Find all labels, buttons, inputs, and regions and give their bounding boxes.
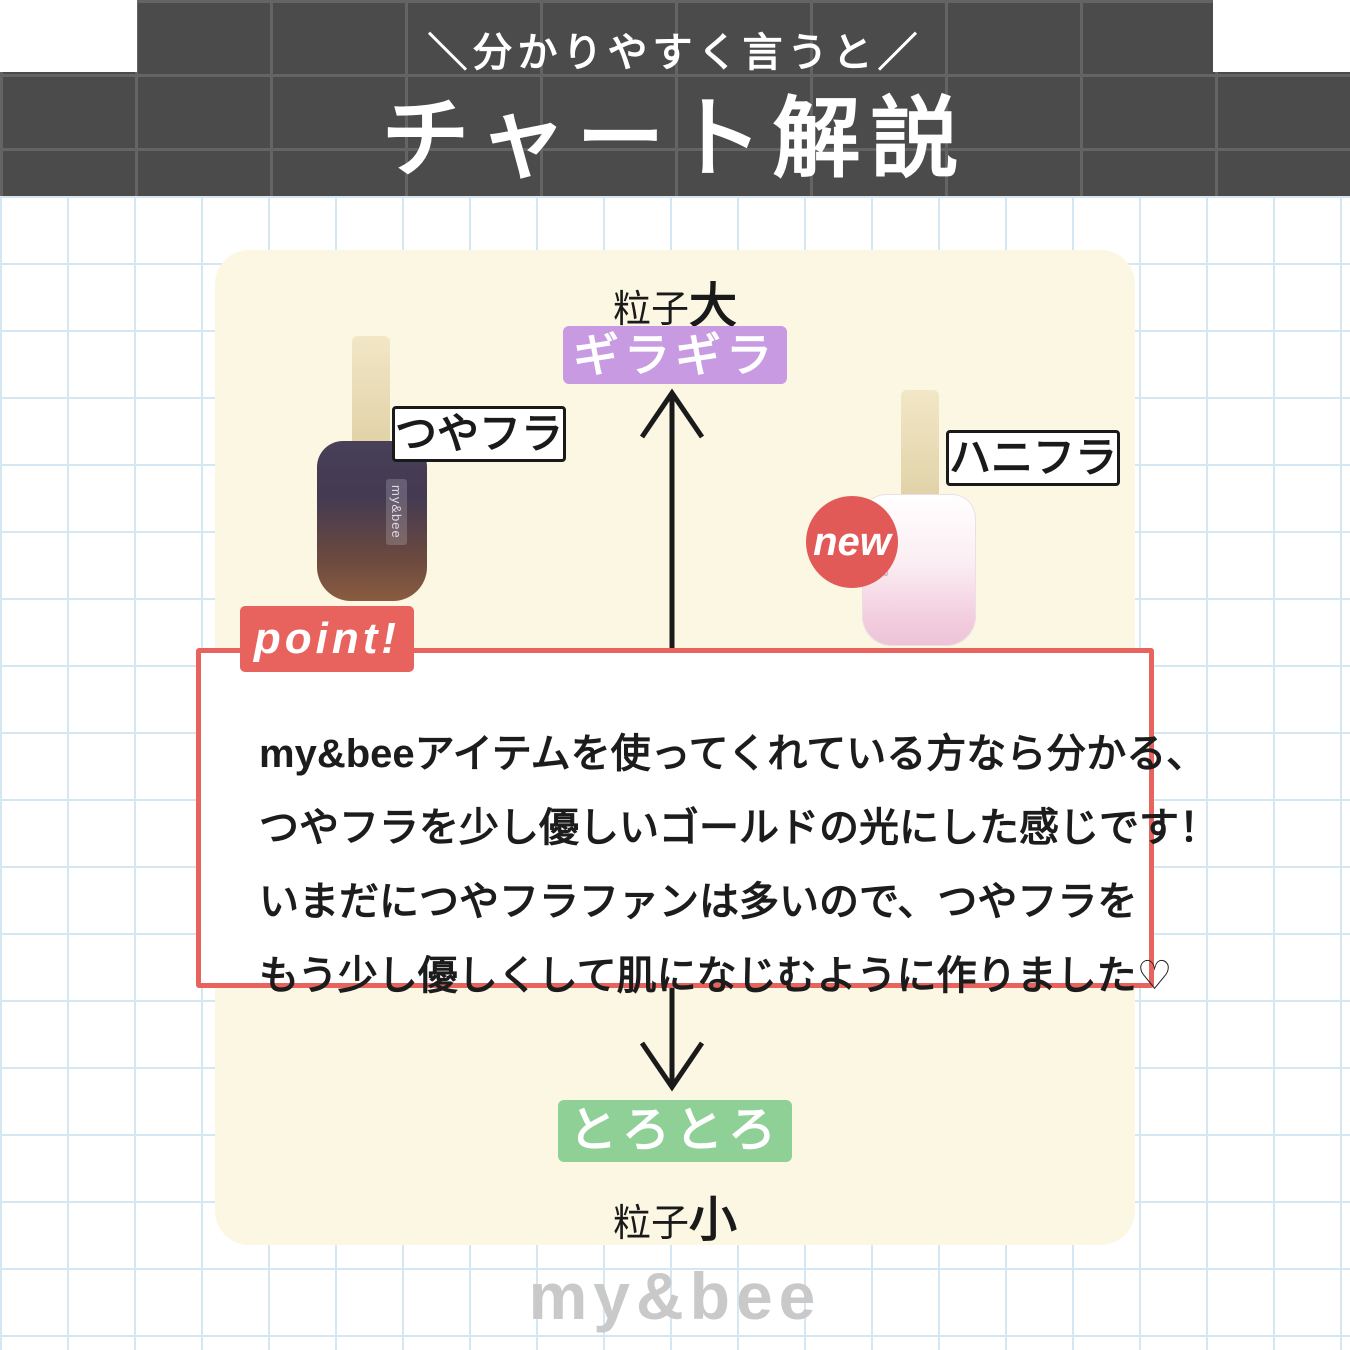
page-title: チャート解説: [381, 89, 969, 188]
left-bottle-cap: [352, 336, 390, 448]
header-band: ＼分かりやすく言うと／ チャート解説: [0, 0, 1350, 196]
point-callout-box: my&beeアイテムを使ってくれている方なら分かる、 つやフラを少し優しいゴール…: [196, 648, 1219, 998]
badge-torotoro: とろとろ: [558, 1100, 792, 1162]
product-label-hanifura: ハニフラ: [946, 430, 1120, 486]
left-bottle: my&bee: [317, 441, 427, 601]
axis-bottom-emphasis: 小: [689, 1194, 738, 1247]
brand-logo: my&bee: [528, 1259, 822, 1333]
right-bottle-cap: [901, 390, 939, 502]
product-label-tsuyafura: つやフラ: [392, 406, 566, 462]
point-text-line: もう少し優しくして肌になじむように作りました♡: [259, 954, 1173, 998]
header-corner-decoration-left: [0, 0, 137, 72]
point-text-line: my&beeアイテムを使ってくれている方なら分かる、: [259, 732, 1207, 776]
header-tagline: ＼分かりやすく言うと／: [427, 31, 923, 75]
point-text-line: いまだにつやフラファンは多いので、つやフラを: [259, 880, 1138, 924]
left-bottle-fine-print: my&bee: [386, 479, 407, 545]
header-corner-decoration-right: [1213, 0, 1350, 72]
axis-top-emphasis: 大: [689, 280, 738, 333]
new-badge: new: [806, 496, 898, 588]
axis-top-text: 粒子: [612, 289, 689, 331]
axis-label-bottom: 粒子小: [215, 1180, 1135, 1250]
axis-label-top: 粒子大: [215, 266, 1135, 336]
point-text-line: つやフラを少し優しいゴールドの光にした感じです！: [259, 806, 1219, 850]
badge-giragira: ギラギラ: [563, 326, 787, 384]
point-tab: point!: [240, 606, 414, 672]
axis-bottom-text: 粒子: [612, 1203, 689, 1245]
